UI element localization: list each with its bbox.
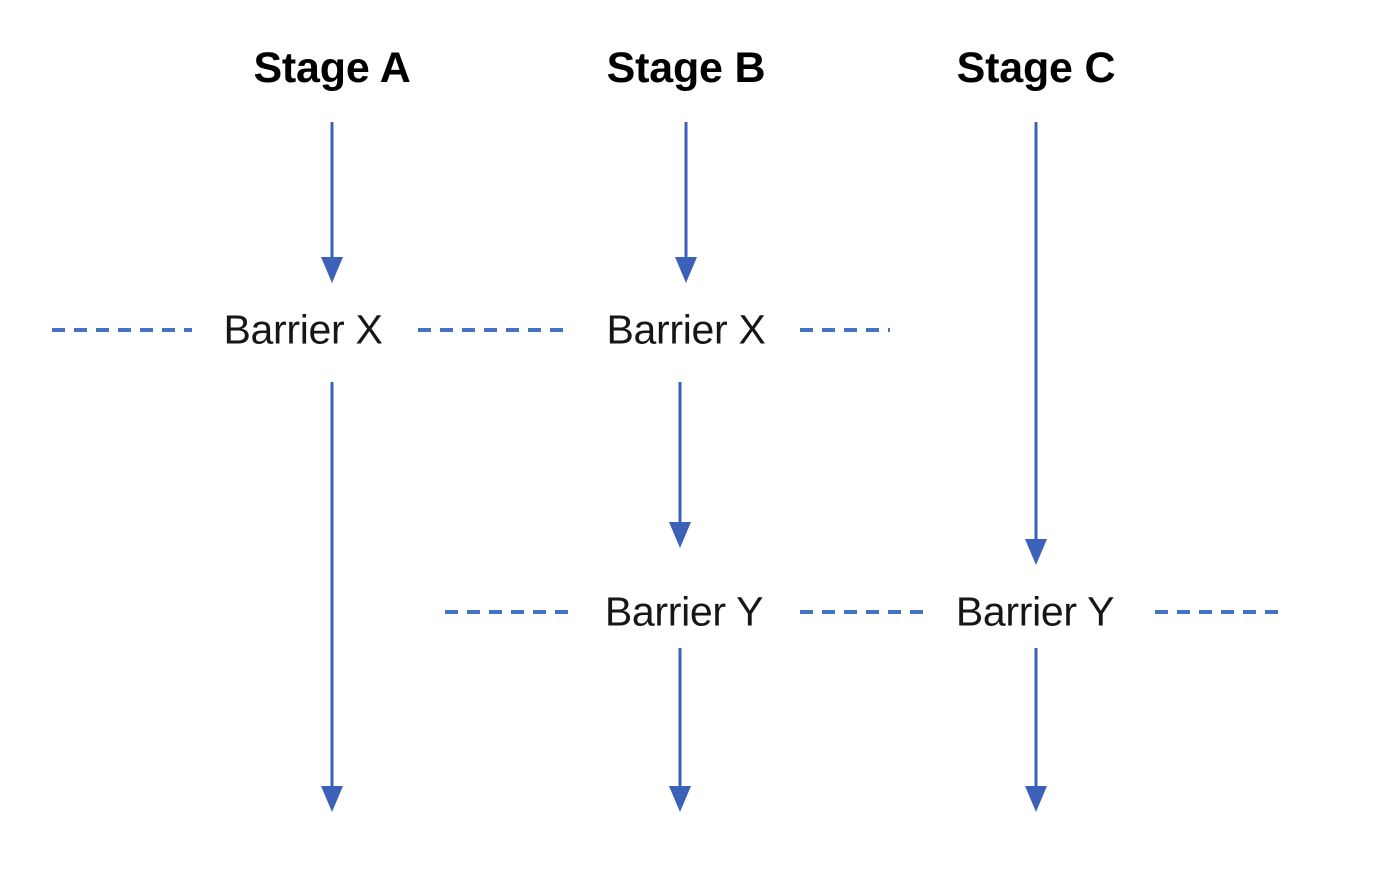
barrier-row-x-label-stage-b: Barrier X	[606, 306, 766, 353]
barrier-row-y-label-stage-c: Barrier Y	[955, 588, 1115, 635]
stage-heading-stage-b: Stage B	[606, 44, 766, 92]
arrow-stage-a-to-barrier-x-arrowhead-icon	[321, 257, 343, 283]
arrow-stage-c-to-barrier-y	[1025, 122, 1047, 565]
arrow-stage-a-barrier-x-to-end	[321, 382, 343, 812]
arrow-stage-c-to-barrier-y-arrowhead-icon	[1025, 539, 1047, 565]
arrow-stage-b-barrier-y-to-end-arrowhead-icon	[669, 786, 691, 812]
arrow-stage-a-barrier-x-to-end-arrowhead-icon	[321, 786, 343, 812]
dashed-connectors-group	[52, 328, 1282, 614]
barrier-row-y-label-stage-b: Barrier Y	[604, 588, 764, 635]
arrow-stage-c-barrier-y-to-end-arrowhead-icon	[1025, 786, 1047, 812]
arrow-stage-b-barrier-x-to-barrier-y-arrowhead-icon	[669, 522, 691, 548]
arrows-group	[321, 122, 1047, 812]
arrow-stage-b-to-barrier-x	[675, 122, 697, 283]
arrow-stage-b-to-barrier-x-arrowhead-icon	[675, 257, 697, 283]
stage-heading-stage-c: Stage C	[956, 44, 1116, 92]
arrow-stage-b-barrier-y-to-end	[669, 648, 691, 812]
arrow-stage-c-barrier-y-to-end	[1025, 648, 1047, 812]
stage-heading-stage-a: Stage A	[253, 44, 411, 92]
arrow-stage-a-to-barrier-x	[321, 122, 343, 283]
arrow-stage-b-barrier-x-to-barrier-y	[669, 382, 691, 548]
barrier-row-x-label-stage-a: Barrier X	[223, 306, 383, 353]
